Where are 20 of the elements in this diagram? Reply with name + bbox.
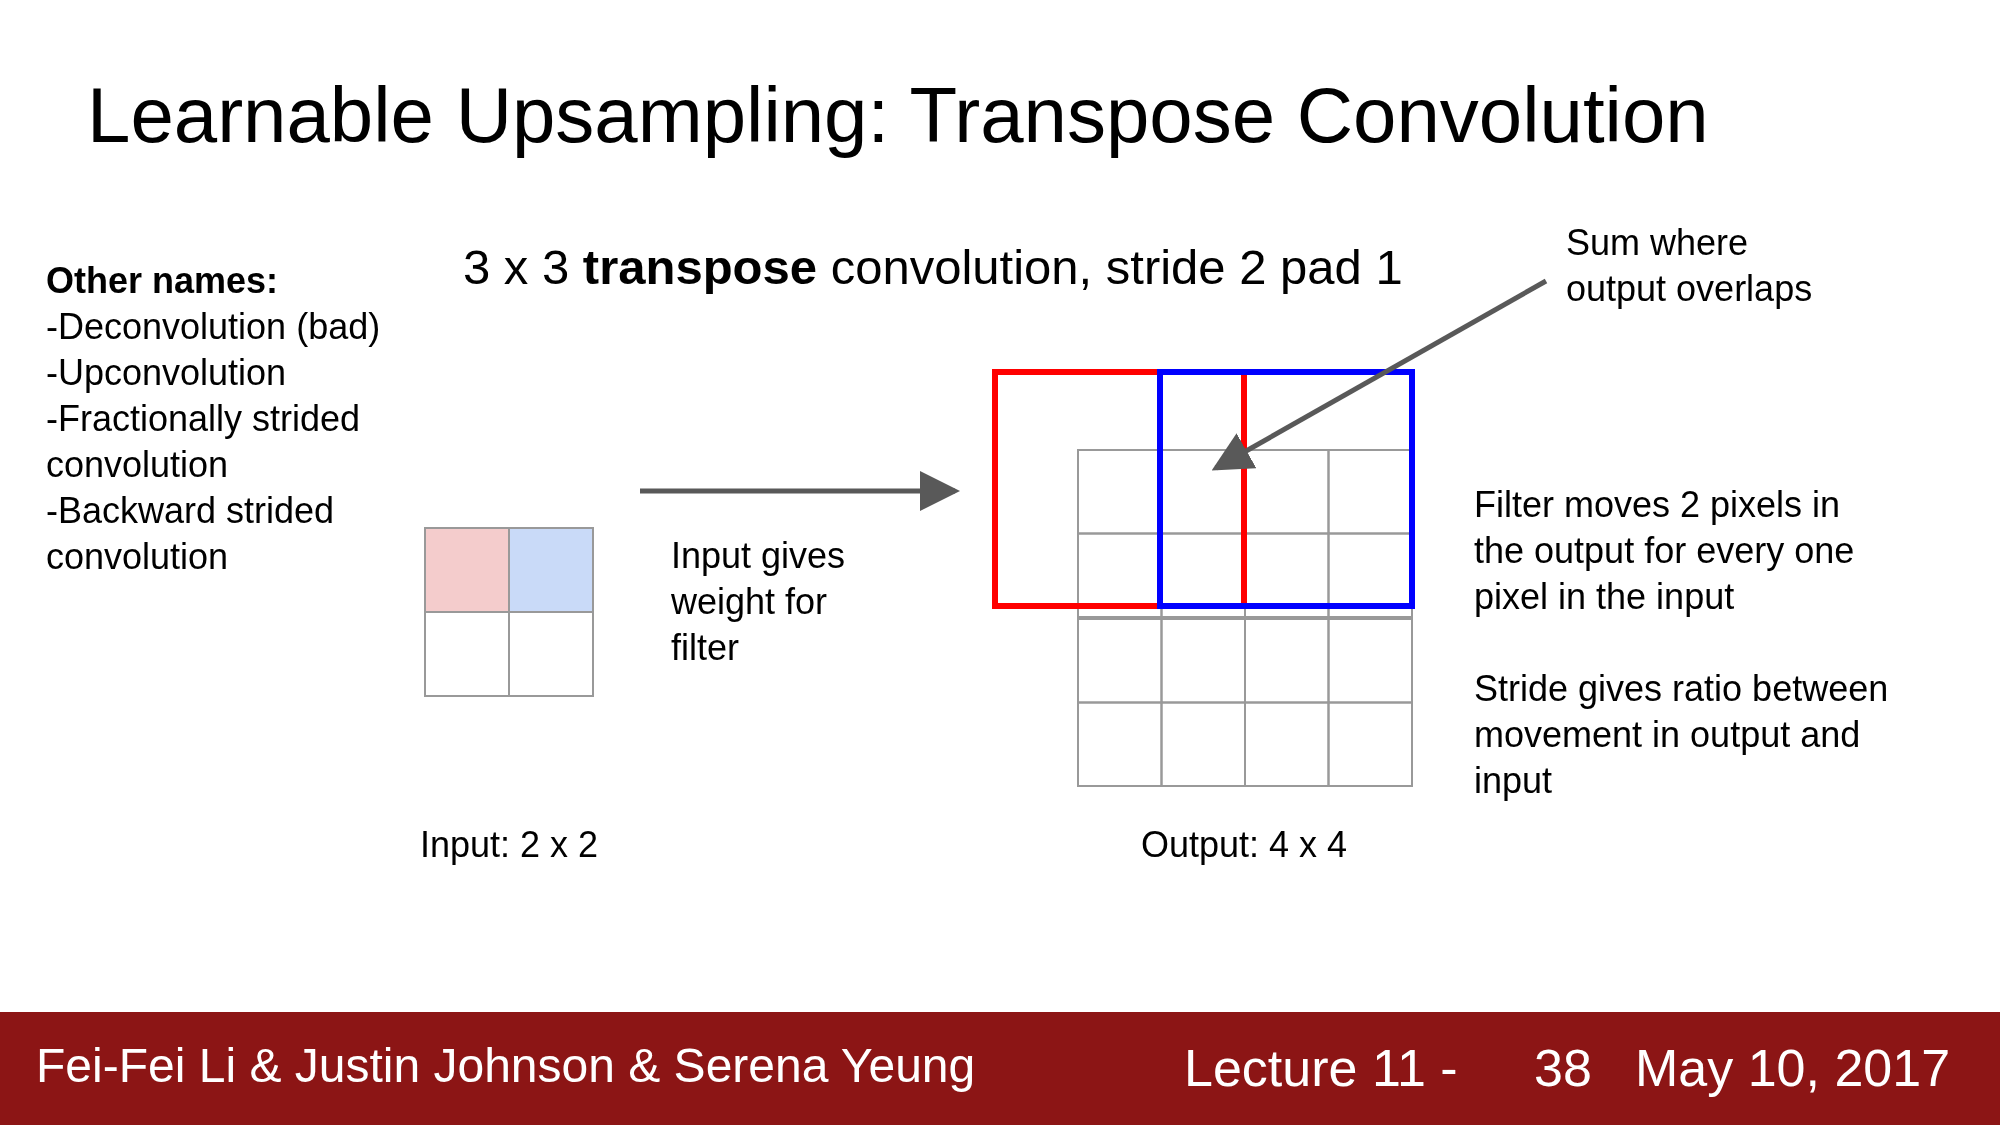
arrow bbox=[640, 471, 960, 511]
note-text: Filter moves 2 pixels in the output for every one pixel in the input bbox=[1474, 483, 1856, 620]
leader-arrow bbox=[1211, 278, 1548, 471]
callout-text: Sum where output overlaps bbox=[1566, 220, 1856, 313]
slide-number: 38 bbox=[1534, 1038, 1592, 1099]
grid-caption: Input: 2 x 2 bbox=[418, 823, 600, 867]
list-item: -Upconvolution bbox=[46, 351, 287, 395]
input-grid-drawing bbox=[424, 527, 594, 697]
output-grid-drawing bbox=[992, 369, 1415, 787]
footer-date: May 10, 2017 bbox=[1635, 1038, 1951, 1099]
diagram-heading: 3 x 3 transpose convolution, stride 2 pad 1 bbox=[463, 239, 1403, 296]
list-heading: Other names: bbox=[46, 259, 279, 303]
slide-title: Learnable Upsampling: Transpose Convolution bbox=[87, 70, 1709, 161]
grid-caption: Output: 4 x 4 bbox=[1139, 823, 1349, 867]
list-item: -Deconvolution (bad) bbox=[46, 305, 381, 349]
note-text: Stride gives ratio between movement in output and input bbox=[1474, 667, 1890, 804]
list-item: -Backward strided convolution bbox=[46, 489, 336, 580]
list-item: -Fractionally strided convolution bbox=[46, 397, 362, 488]
footer-authors: Fei-Fei Li & Justin Johnson & Serena Yeung bbox=[36, 1038, 976, 1094]
footer-lecture: Lecture 11 - bbox=[1184, 1038, 1458, 1099]
